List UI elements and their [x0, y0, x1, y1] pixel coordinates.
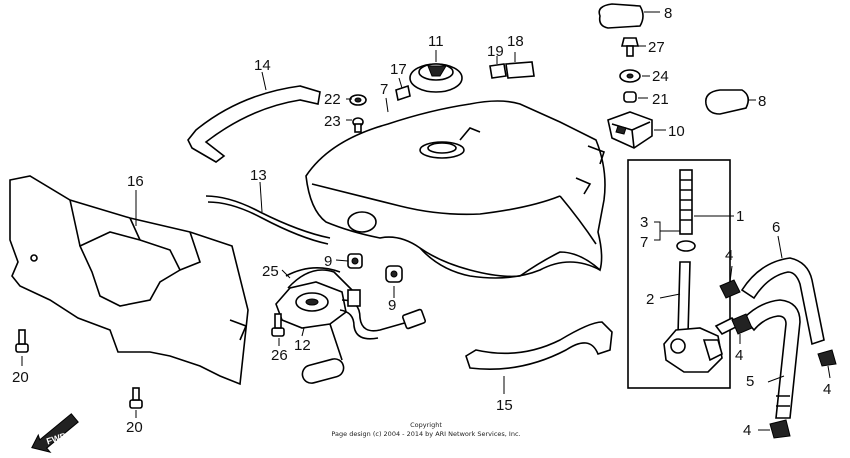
- callout-7: 7: [380, 81, 388, 98]
- callout-8-right: 8: [758, 93, 766, 110]
- label-18: [505, 61, 535, 79]
- callout-labels: 11 17 7 18 19 22 23 14 13 16 25 9 9 12 2…: [12, 5, 831, 439]
- gasket-25: [285, 267, 341, 277]
- callout-4-b: 4: [735, 347, 743, 364]
- clip-4-b: [731, 313, 753, 335]
- clip-4-c: [817, 349, 837, 367]
- callout-21: 21: [652, 91, 669, 108]
- callout-8-top: 8: [664, 5, 672, 22]
- bolt-20-bottom: [129, 387, 143, 409]
- callout-6: 6: [772, 219, 780, 236]
- tube-13: [205, 195, 331, 245]
- rubber-8-top: [598, 3, 644, 29]
- bolt-20-left: [15, 329, 29, 353]
- callout-4-d: 4: [743, 422, 751, 439]
- label-19: [489, 63, 507, 79]
- callout-19: 19: [487, 43, 504, 60]
- callout-18: 18: [507, 33, 524, 50]
- clip-4-d: [769, 419, 791, 439]
- callout-11: 11: [428, 33, 444, 50]
- callout-12: 12: [294, 337, 311, 354]
- callout-20-bottom: 20: [126, 419, 143, 436]
- callout-7-petcock: 7: [640, 234, 648, 251]
- copyright-line-1: Copyright: [410, 421, 442, 429]
- callout-25: 25: [262, 263, 279, 280]
- callout-4-c: 4: [823, 381, 831, 398]
- hose-6: [740, 257, 825, 346]
- callout-2: 2: [646, 291, 654, 308]
- callout-20-left: 20: [12, 369, 29, 386]
- petcock-body: [663, 316, 740, 373]
- fuel-tank: [305, 100, 606, 279]
- callout-9-b: 9: [388, 297, 396, 314]
- callout-17: 17: [390, 61, 407, 78]
- callout-23: 23: [324, 113, 341, 130]
- hose-5: [742, 299, 801, 419]
- callout-3: 3: [640, 214, 648, 231]
- callout-14: 14: [254, 57, 271, 74]
- callout-10: 10: [668, 123, 685, 140]
- copyright-notice: Copyright Page design (c) 2004 - 2014 by…: [331, 421, 520, 438]
- callout-9-a: 9: [324, 253, 332, 270]
- washer-24: [619, 69, 641, 83]
- callout-1: 1: [736, 208, 744, 225]
- hose-14: [187, 85, 321, 163]
- callout-24: 24: [652, 68, 669, 85]
- washer-22: [349, 94, 367, 106]
- callout-27: 27: [648, 39, 665, 56]
- strap-15: [465, 321, 613, 370]
- callout-15: 15: [496, 397, 513, 414]
- callout-13: 13: [250, 167, 267, 184]
- bolt-26: [271, 313, 285, 337]
- side-cover-16: [9, 175, 249, 386]
- gasket-17: [395, 84, 411, 102]
- grommet-9-a: [347, 253, 363, 269]
- bracket-10: [607, 111, 653, 149]
- pipe-2: [677, 261, 691, 335]
- bolt-23: [352, 117, 364, 133]
- petcock-assembly-box: [627, 159, 731, 389]
- leader-lines: [21, 11, 831, 431]
- grommet-9-b: [385, 265, 403, 283]
- callout-22: 22: [324, 91, 341, 108]
- callout-5: 5: [746, 373, 754, 390]
- rubber-8-right: [704, 89, 750, 115]
- copyright-line-2: Page design (c) 2004 - 2014 by ARI Netwo…: [331, 430, 520, 438]
- filler-cap-11: [409, 63, 463, 93]
- callout-4-a: 4: [725, 247, 733, 264]
- callout-26: 26: [271, 347, 288, 364]
- clip-4-a: [719, 279, 741, 299]
- fuel-unit-12: [275, 269, 427, 384]
- bolt-27: [620, 37, 640, 57]
- callout-16: 16: [127, 173, 144, 190]
- forward-arrow-icon: FWD: [31, 413, 79, 454]
- collar-21: [623, 91, 637, 103]
- strainer-tube: [676, 169, 696, 252]
